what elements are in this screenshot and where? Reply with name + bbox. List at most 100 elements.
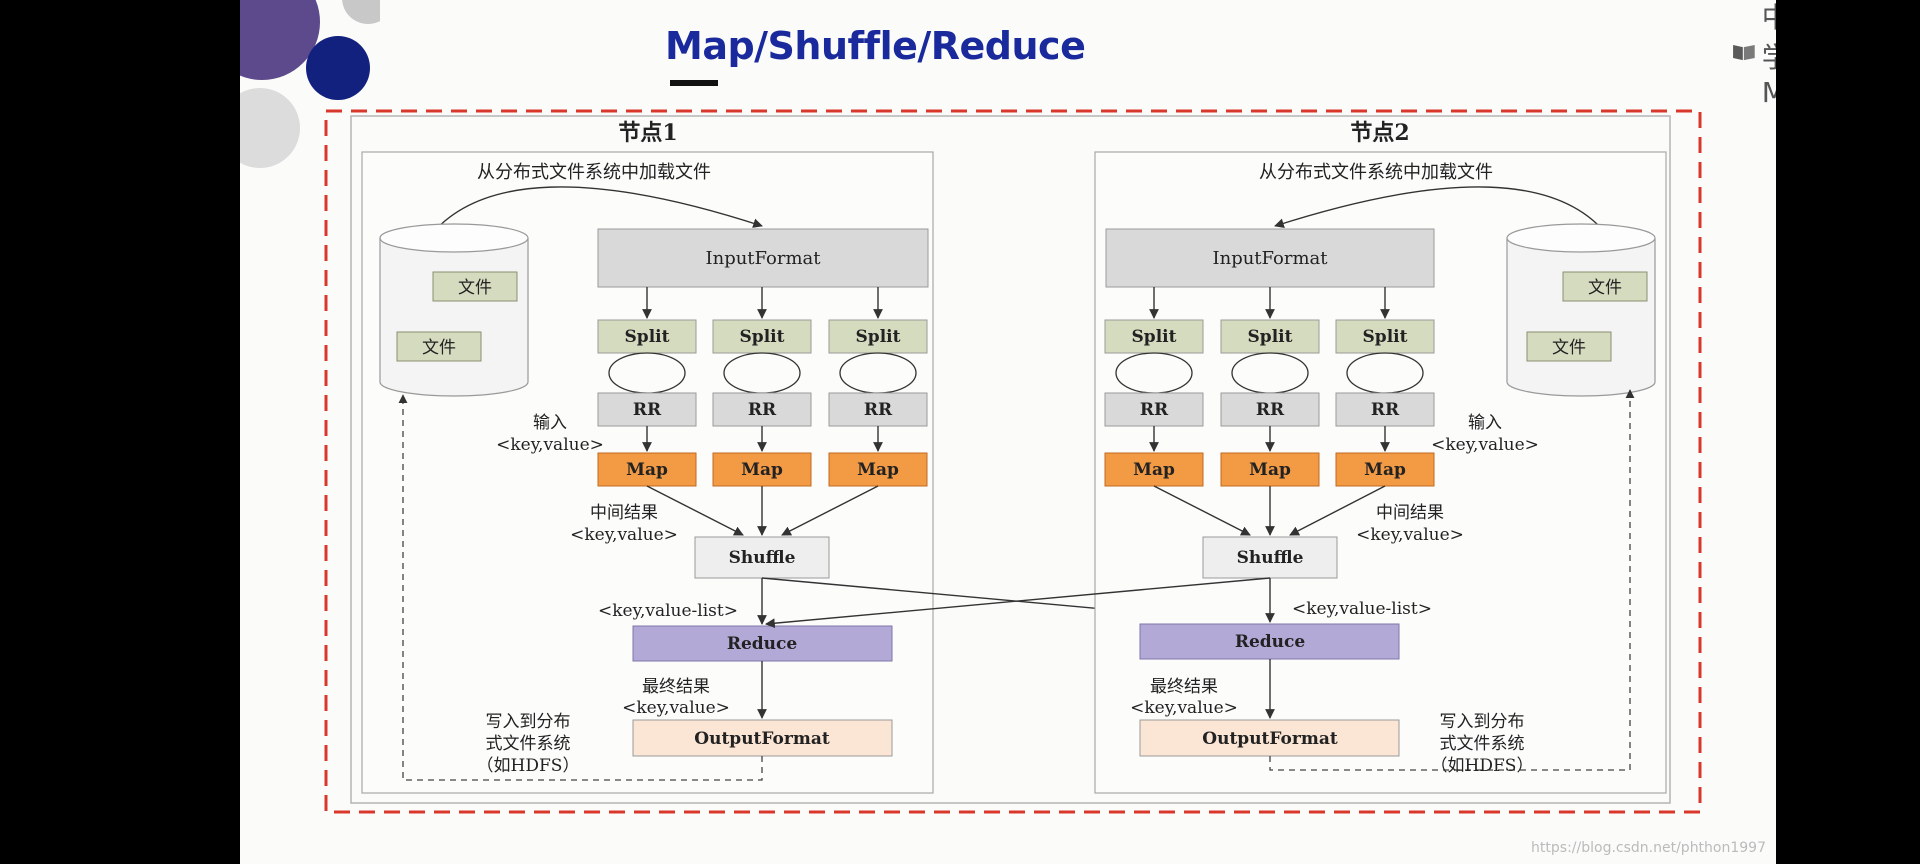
inner-frame — [350, 115, 1671, 804]
node1-mid-label-1: 中间结果 — [590, 503, 658, 523]
node2-title: 节点2 — [1350, 120, 1409, 146]
node2-writeback-dashed-arrow — [1269, 389, 1635, 771]
node1-arrow-map-shuffle-1 — [646, 485, 744, 536]
node2-arrow-map-shuffle-1 — [1153, 485, 1251, 536]
node2-rr-1-label: RR — [1140, 400, 1169, 420]
node2-final-label-2: <key,value> — [1130, 698, 1238, 718]
node1-storage-cylinder — [379, 223, 529, 397]
node2-write-label-2: 式文件系统 — [1440, 734, 1525, 754]
node2-outputformat-label: OutputFormat — [1202, 729, 1338, 749]
node1-map-3-label: Map — [857, 460, 899, 480]
node1-split-1-label: Split — [625, 327, 670, 347]
node2-input-label-1: 输入 — [1468, 413, 1502, 433]
node1-final-label-1: 最终结果 — [642, 677, 710, 697]
node1-load-label: 从分布式文件系统中加载文件 — [477, 162, 711, 183]
node1-map-2-label: Map — [741, 460, 783, 480]
node2-split-2-label: Split — [1248, 327, 1293, 347]
node1-input-label-1: 输入 — [533, 413, 567, 433]
node1-file-a — [432, 271, 518, 302]
node2-map-2 — [1220, 452, 1320, 487]
node2-rr-1 — [1104, 392, 1204, 427]
node2-shuffle-label: Shuffle — [1237, 548, 1304, 568]
node1-file-b — [396, 331, 482, 362]
node2-reduce-box — [1139, 623, 1400, 660]
slide: Map/Shuffle/Reduce 中国大学MOOC 节点1 从分布式文件系统… — [240, 0, 1776, 864]
node2-file-b — [1526, 331, 1612, 362]
logo-text: 中国大学MOOC — [1761, 0, 1776, 109]
node1-map-2 — [712, 452, 812, 487]
node2-map-3 — [1335, 452, 1435, 487]
node2-map-3-label: Map — [1364, 460, 1406, 480]
node2-reduce-label: Reduce — [1235, 632, 1306, 652]
node2-rr-3-label: RR — [1371, 400, 1400, 420]
node2-kvlist-label: <key,value-list> — [1292, 599, 1432, 619]
node1-writeback-dashed-arrow — [398, 394, 763, 781]
node2-file-a-label: 文件 — [1588, 278, 1622, 298]
node2-inputformat-label: InputFormat — [1212, 248, 1328, 269]
cross-arrow-node2-to-node1 — [765, 577, 1271, 629]
node1-file-a-label: 文件 — [458, 278, 492, 298]
node1-rr-1 — [597, 392, 697, 427]
node1-map-1-label: Map — [626, 460, 668, 480]
mapreduce-diagram: 节点1 从分布式文件系统中加载文件 文件 文件 InputFormat Spli… — [324, 109, 1702, 814]
node2-load-label: 从分布式文件系统中加载文件 — [1259, 162, 1493, 183]
node2-rr-2-label: RR — [1256, 400, 1285, 420]
node2-rr-3 — [1335, 392, 1435, 427]
node2-map-1-label: Map — [1133, 460, 1175, 480]
node2-write-label-1: 写入到分布 — [1440, 712, 1525, 732]
light-grey-circle — [240, 88, 300, 168]
title-underline — [670, 80, 718, 86]
node1-load-arrow — [429, 186, 763, 237]
node1-rr-1-label: RR — [633, 400, 662, 420]
node1-rr-3-label: RR — [864, 400, 893, 420]
node2-inputformat-box — [1105, 228, 1435, 288]
node2-mid-label-2: <key,value> — [1356, 525, 1464, 545]
purple-circle — [240, 0, 320, 80]
watermark: https://blog.csdn.net/phthon1997 — [1531, 840, 1766, 856]
node1-write-label-1: 写入到分布 — [486, 712, 571, 732]
node2-final-label-1: 最终结果 — [1150, 677, 1218, 697]
node1-outputformat-label: OutputFormat — [694, 729, 830, 749]
node1-rr-3 — [828, 392, 928, 427]
slide-title: Map/Shuffle/Reduce — [665, 24, 1086, 68]
node1-input-label-2: <key,value> — [496, 435, 604, 455]
node2-write-label-3: （如HDFS） — [1431, 756, 1534, 776]
node1-map-1 — [597, 452, 697, 487]
decorative-circles — [240, 0, 380, 168]
node1-title: 节点1 — [618, 120, 677, 146]
mooc-logo: 中国大学MOOC — [1732, 1, 1776, 109]
node2-file-a — [1562, 271, 1648, 302]
node1-kvlist-label: <key,value-list> — [598, 601, 738, 621]
node2-outputformat-box — [1139, 719, 1400, 757]
node2-map-1 — [1104, 452, 1204, 487]
node2-load-arrow — [1274, 186, 1609, 237]
node2-arrow-map-shuffle-3 — [1289, 485, 1386, 536]
node1-reduce-label: Reduce — [727, 634, 798, 654]
grey-dotted-circle — [342, 0, 380, 24]
node1-rr-2 — [712, 392, 812, 427]
node1-mid-label-2: <key,value> — [570, 525, 678, 545]
book-icon — [1733, 44, 1755, 61]
node2-split-3-label: Split — [1363, 327, 1408, 347]
navy-circle — [306, 36, 370, 100]
node1-arrow-map-shuffle-3 — [781, 485, 879, 536]
node2-input-label-2: <key,value> — [1431, 435, 1539, 455]
node2-map-2-label: Map — [1249, 460, 1291, 480]
node1-split-2-label: Split — [740, 327, 785, 347]
node1-outputformat-box — [632, 719, 893, 757]
node1-split-3-label: Split — [856, 327, 901, 347]
node2-split-1-label: Split — [1132, 327, 1177, 347]
node1-rr-2-label: RR — [748, 400, 777, 420]
node1-write-label-3: （如HDFS） — [477, 756, 580, 776]
node1-reduce-box — [632, 625, 893, 662]
node1-inputformat-box — [597, 228, 929, 288]
node1-inputformat-label: InputFormat — [705, 248, 821, 269]
node1-shuffle-label: Shuffle — [729, 548, 796, 568]
outer-dashed-border — [324, 109, 1702, 814]
node1-split-3 — [828, 319, 928, 354]
node1-split-2 — [712, 319, 812, 354]
node2-mid-label-1: 中间结果 — [1376, 503, 1444, 523]
node1-file-b-label: 文件 — [422, 338, 456, 358]
node2-storage-cylinder — [1506, 223, 1656, 397]
node2-file-b-label: 文件 — [1552, 338, 1586, 358]
